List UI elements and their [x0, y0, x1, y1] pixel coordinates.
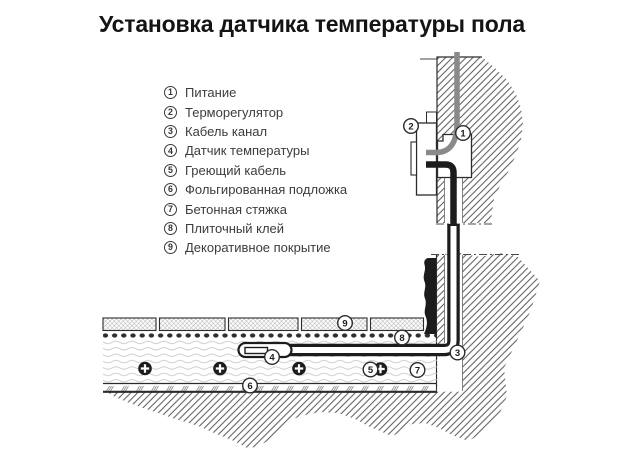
- legend-number-badge: 7: [164, 202, 177, 216]
- svg-text:8: 8: [399, 333, 404, 344]
- legend-item-label: Греющий кабель: [185, 162, 287, 178]
- cable-conduit: [289, 161, 460, 357]
- legend-item: 8 Плиточный клей: [164, 220, 347, 236]
- legend-item-label: Бетонная стяжка: [185, 201, 288, 217]
- svg-text:7: 7: [415, 365, 420, 376]
- wall-chase: [437, 356, 463, 392]
- legend-item: 5 Греющий кабель: [164, 162, 347, 178]
- heating-cable-symbols: [138, 361, 388, 376]
- corner-filler: [423, 258, 436, 334]
- legend-item-label: Плиточный клей: [185, 220, 285, 236]
- legend-item-label: Фольгированная подложка: [185, 182, 348, 198]
- svg-text:9: 9: [342, 318, 347, 329]
- legend-number-badge: 6: [164, 183, 177, 197]
- thermostat-body: [415, 122, 438, 196]
- marker-3: 3: [449, 344, 466, 361]
- legend-number-badge: 4: [164, 144, 177, 158]
- marker-2: 2: [403, 117, 420, 134]
- thermostat-bracket: [426, 111, 437, 124]
- svg-text:1: 1: [460, 128, 466, 139]
- legend-item-label: Терморегулятор: [185, 104, 284, 120]
- legend-item: 6 Фольгированная подложка: [164, 182, 348, 198]
- svg-text:3: 3: [455, 348, 460, 359]
- legend-item-label: Декоративное покрытие: [185, 240, 331, 256]
- legend-number-badge: 2: [164, 105, 177, 119]
- legend-item: 4 Датчик температуры: [164, 143, 347, 159]
- floor-layers: [102, 258, 437, 393]
- legend: 1 Питание 2 Терморегулятор 3 Кабель кана…: [164, 85, 348, 261]
- power-cable: [426, 52, 460, 156]
- diagram-markers: 1 2 3 4 5 6 7: [241, 117, 472, 394]
- legend-number-badge: 5: [164, 163, 177, 177]
- legend-item: 7 Бетонная стяжка: [164, 201, 347, 217]
- marker-9: 9: [337, 315, 354, 332]
- tile-adhesive-layer: [103, 332, 436, 340]
- legend-item-label: Кабель канал: [185, 124, 268, 140]
- svg-text:5: 5: [368, 365, 374, 376]
- tile-layer: [102, 317, 425, 332]
- marker-4: 4: [264, 349, 281, 366]
- svg-text:2: 2: [408, 121, 413, 132]
- legend-number-badge: 8: [164, 221, 177, 235]
- thermostat-faceplate: [410, 141, 418, 176]
- marker-5: 5: [362, 361, 379, 378]
- legend-item-label: Питание: [185, 85, 237, 101]
- legend-item-label: Датчик температуры: [185, 143, 310, 159]
- marker-1: 1: [455, 124, 472, 141]
- legend-item: 2 Терморегулятор: [164, 104, 347, 120]
- thermostat: [410, 111, 438, 196]
- marker-7: 7: [409, 362, 426, 379]
- legend-number-badge: 1: [164, 86, 177, 100]
- svg-text:6: 6: [247, 381, 252, 392]
- svg-text:4: 4: [269, 352, 275, 363]
- foil-underlay: [103, 382, 437, 393]
- page-title: Установка датчика температуры пола: [99, 11, 525, 37]
- legend-number-badge: 9: [164, 241, 177, 255]
- marker-8: 8: [394, 329, 411, 346]
- heating-cable-lead: [426, 161, 457, 226]
- legend-number-badge: 3: [164, 125, 177, 139]
- legend-item: 1 Питание: [164, 85, 347, 101]
- legend-item: 9 Декоративное покрытие: [164, 240, 347, 256]
- marker-6: 6: [241, 377, 258, 394]
- legend-item: 3 Кабель канал: [164, 124, 347, 140]
